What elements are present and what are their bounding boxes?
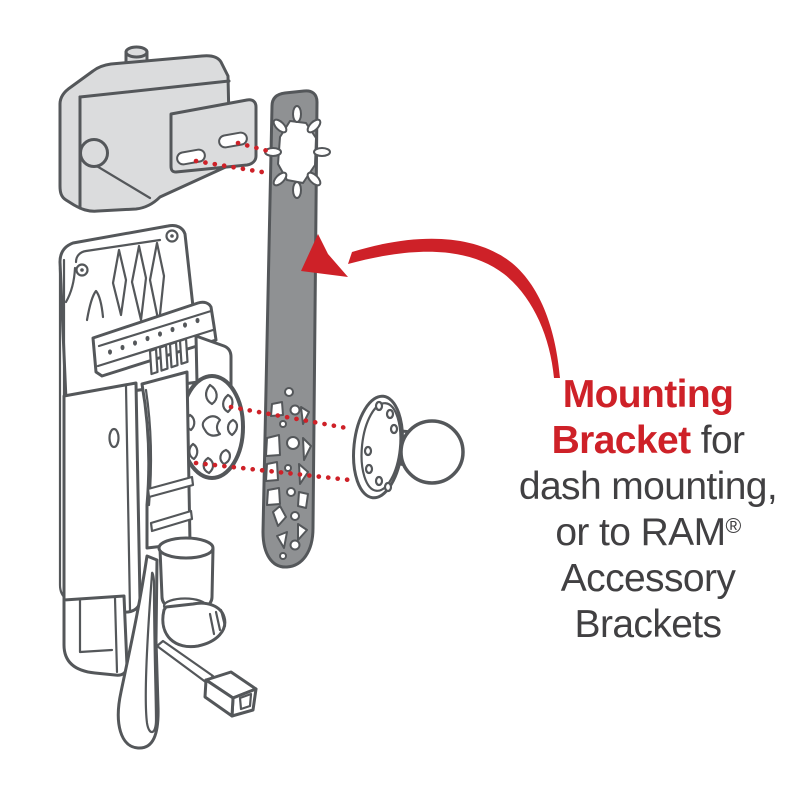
mounting-bracket-illustration: [261, 89, 331, 569]
caption-line-5: Accessory: [560, 557, 736, 600]
rubber-ball: [399, 419, 465, 485]
caption-line-4-text: or to RAM: [555, 511, 726, 554]
caption-emphasis-mounting: Mounting: [562, 373, 734, 416]
swivel-unit-illustration: [58, 45, 258, 213]
curved-arrow-icon: [301, 234, 560, 378]
caption-line-6: Brackets: [574, 603, 723, 646]
caption-emphasis-bracket: Bracket: [551, 419, 691, 462]
ball-adapter-illustration: [352, 394, 465, 500]
caption-line-4: or to RAM®: [488, 510, 800, 556]
registered-trademark-symbol: ®: [725, 514, 741, 538]
alignment-dotted-lines: [193, 140, 355, 483]
knob-rosette-pattern: [185, 383, 239, 475]
caption: Mounting Bracket for dash mounting, or t…: [488, 372, 800, 648]
portable-mount-illustration: [58, 224, 258, 750]
caption-line-2-suffix: for: [690, 419, 745, 462]
caption-line-3: dash mounting,: [518, 465, 778, 508]
caption-line-2: Bracket for: [488, 418, 800, 464]
bracket-perforations: [265, 387, 312, 560]
amps-slot-pattern: [264, 105, 331, 199]
caption-line-1: Mounting: [488, 372, 800, 418]
